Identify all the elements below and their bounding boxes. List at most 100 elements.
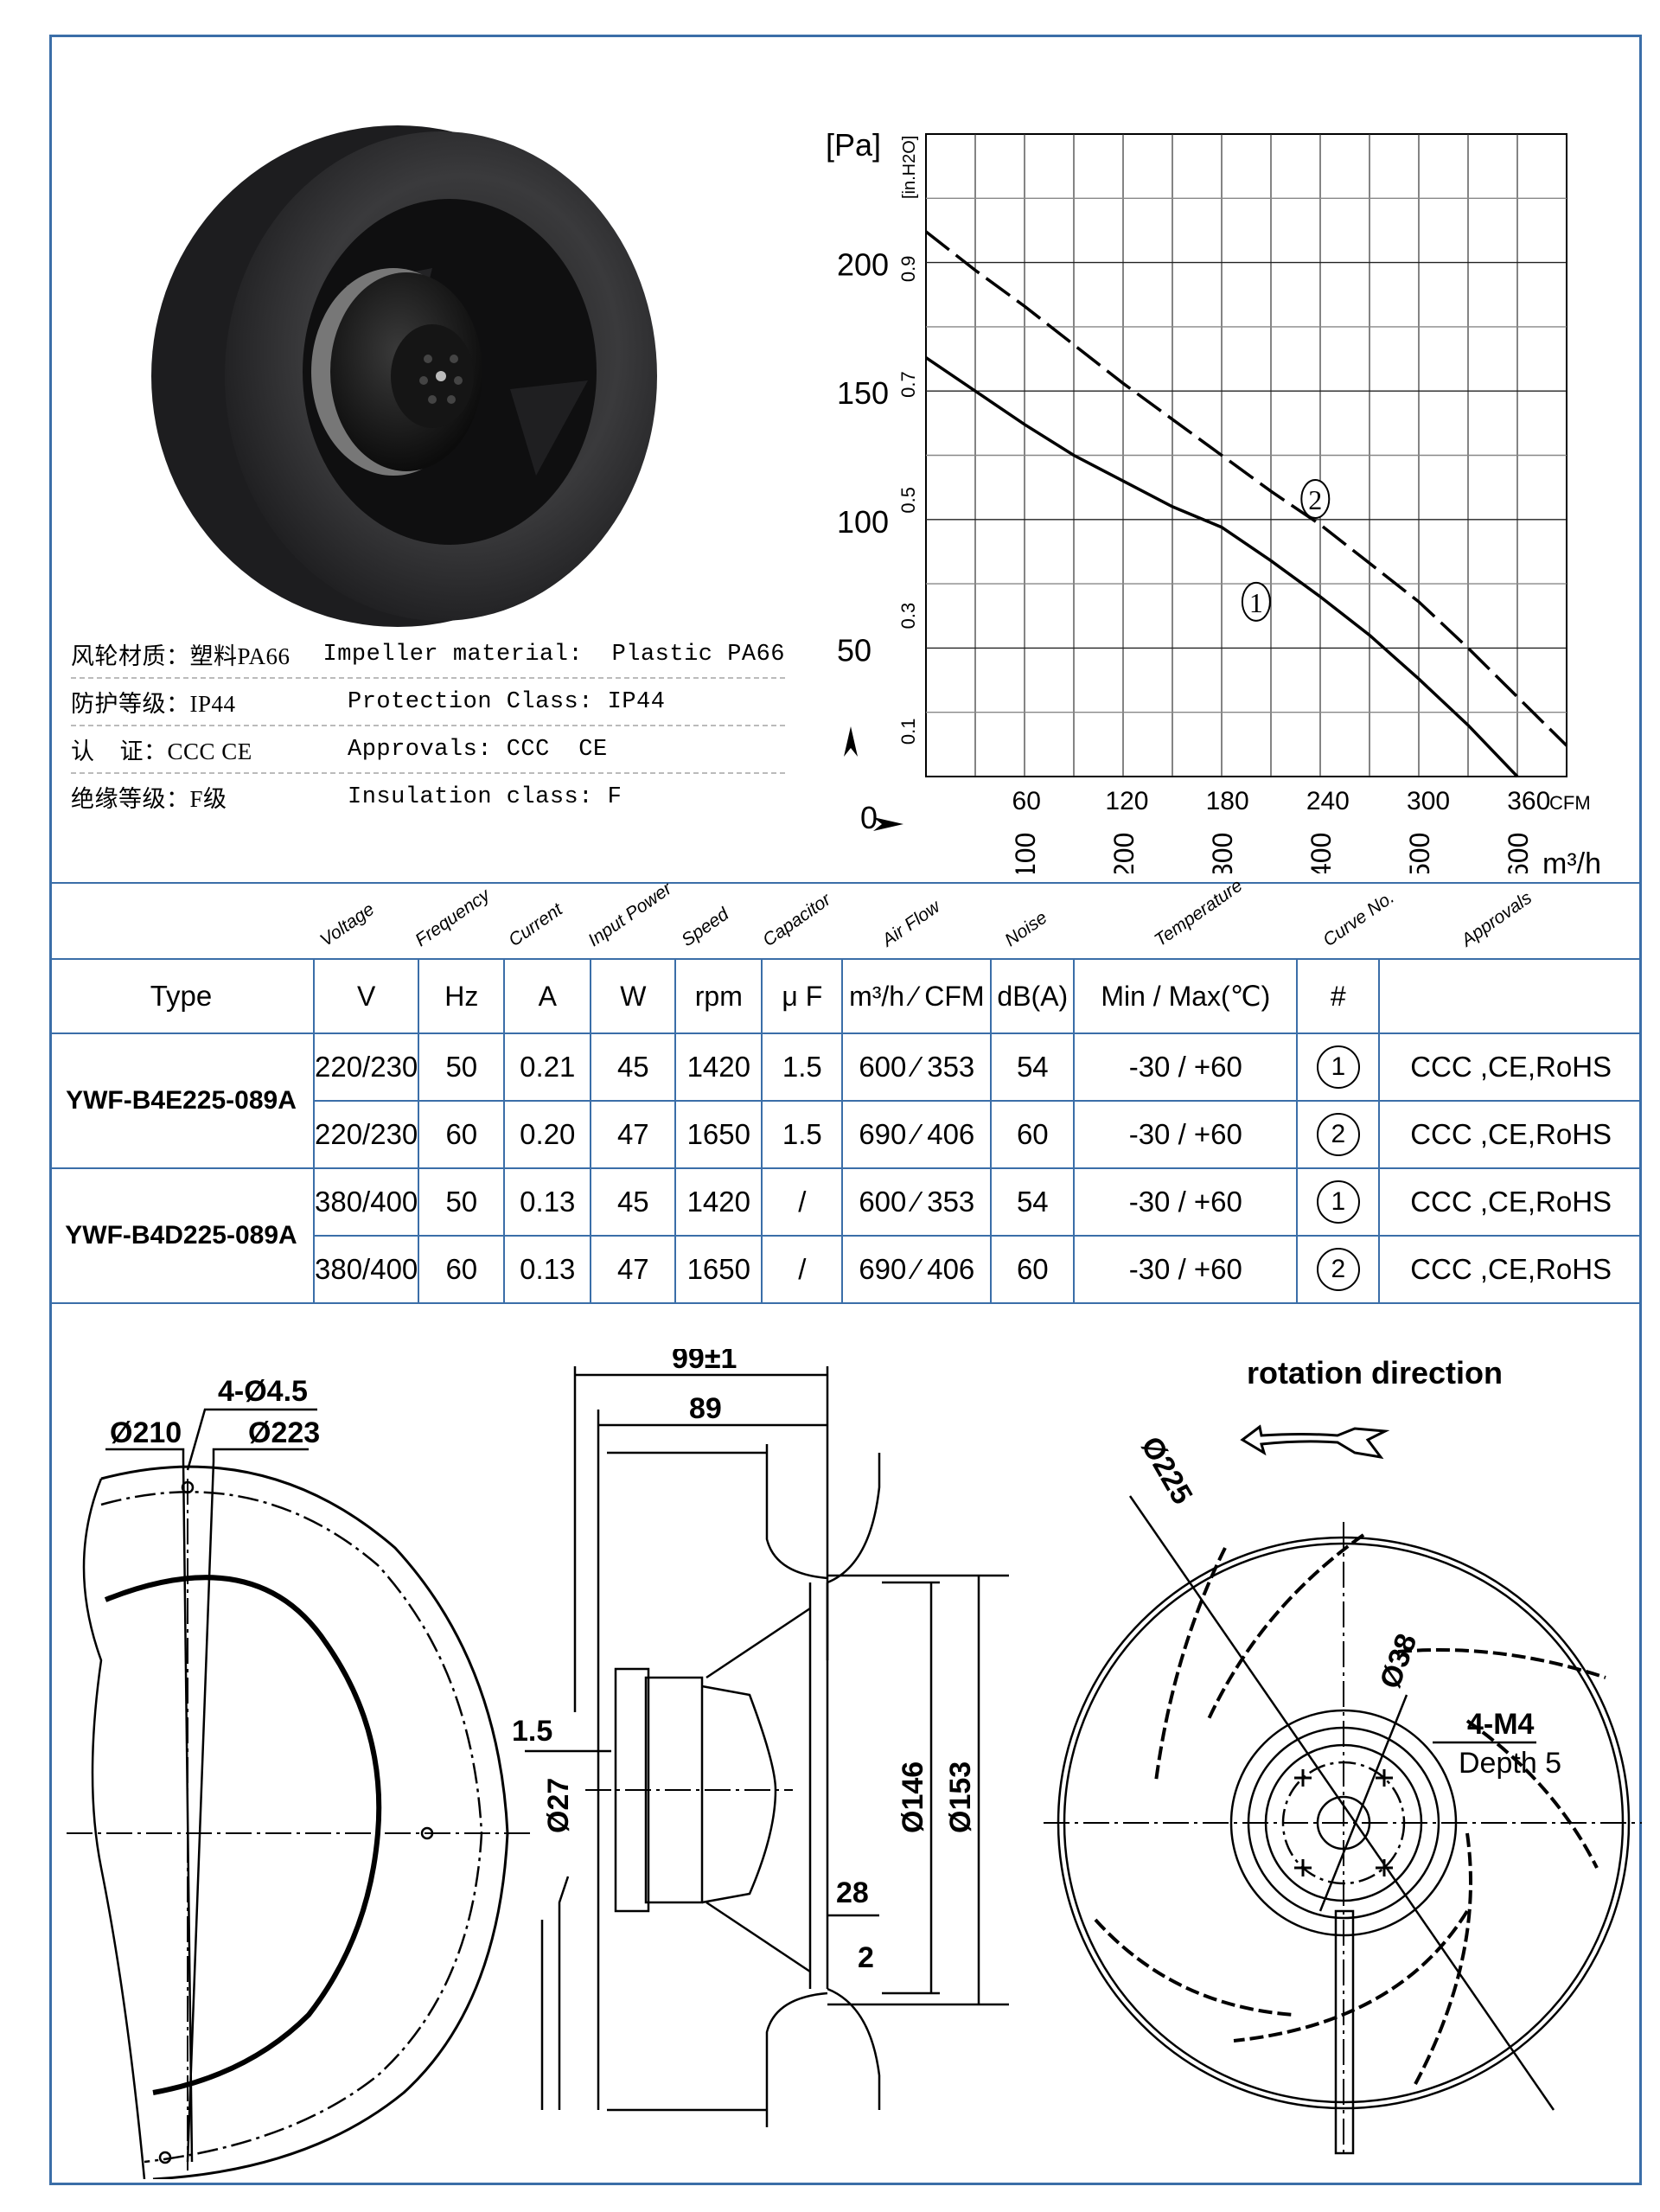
curve-badge: 1 [1316, 1045, 1360, 1089]
rotated-headers: Voltage Frequency Current Input Power Sp… [0, 873, 1660, 960]
cell-current: 0.20 [503, 1100, 592, 1169]
unit-noise: dB(A) [990, 958, 1076, 1034]
svg-text:[Pa]: [Pa] [826, 127, 881, 163]
curve-badge: 2 [1316, 1248, 1360, 1291]
cell-curve: 1 [1296, 1032, 1381, 1102]
svg-text:100: 100 [837, 504, 889, 540]
svg-text:1: 1 [1249, 587, 1263, 618]
cell-capacitor: / [761, 1235, 844, 1304]
cell-airflow: 600 ⁄ 353 [841, 1167, 993, 1237]
cell-approvals: CCC ,CE,RoHS [1378, 1032, 1642, 1102]
spec-table: Type V Hz A W rpm μ F m³/h ⁄ CFM dB(A) M… [49, 958, 1642, 1304]
spec-protection-class: 防护等级：IP44 Protection Class: IP44 [71, 679, 785, 726]
svg-text:240: 240 [1306, 787, 1350, 815]
unit-curve: # [1296, 958, 1381, 1034]
spec-impeller-material: 风轮材质：塑料PA66 Impeller material: Plastic P… [71, 631, 785, 679]
unit-approvals [1378, 958, 1642, 1034]
cell-approvals: CCC ,CE,RoHS [1378, 1167, 1642, 1237]
curve-badge: 1 [1316, 1180, 1360, 1224]
units-row: Type V Hz A W rpm μ F m³/h ⁄ CFM dB(A) M… [49, 958, 1642, 1034]
cell-speed: 1420 [674, 1032, 763, 1102]
svg-text:0.7: 0.7 [897, 371, 919, 398]
svg-text:200: 200 [837, 247, 889, 283]
svg-text:m³/h: m³/h [1542, 847, 1599, 873]
model-type: YWF-B4D225-089A [49, 1167, 315, 1304]
dim-d225: Ø225 [1134, 1431, 1199, 1510]
cell-temperature: -30 / +60 [1073, 1032, 1299, 1102]
cell-voltage: 380/400 [312, 1167, 420, 1237]
cell-airflow: 690 ⁄ 406 [841, 1235, 993, 1304]
hdr-curve-no: Curve No. [1319, 887, 1398, 951]
dim-lip: 2 [858, 1941, 874, 1974]
table-row: YWF-B4E225-089A 220/230 50 0.21 45 1420 … [49, 1032, 1642, 1169]
hdr-speed: Speed [678, 904, 733, 951]
svg-text:0.9: 0.9 [897, 256, 919, 283]
cell-power: 45 [590, 1032, 677, 1102]
dim-hub: Ø27 [542, 1778, 575, 1833]
unit-v: V [312, 958, 420, 1034]
svg-text:150: 150 [837, 375, 889, 411]
table-row: 220/230 60 0.20 47 1650 1.5 690 ⁄ 406 60… [49, 1100, 1642, 1169]
dim-hole: 4-Ø4.5 [218, 1375, 308, 1408]
svg-text:0.3: 0.3 [897, 603, 919, 630]
cell-current: 0.21 [503, 1032, 592, 1102]
dim-d146: Ø146 [897, 1761, 929, 1833]
technical-drawings: 4-Ø4.5 Ø210 Ø223 99±1 89 1.5 Ø27 [67, 1349, 1642, 2179]
impeller-photo [151, 125, 657, 627]
curve-1 [925, 356, 1519, 778]
cell-temperature: -30 / +60 [1073, 1100, 1299, 1169]
unit-hz: Hz [418, 958, 506, 1034]
cell-current: 0.13 [503, 1235, 592, 1304]
svg-text:50: 50 [837, 632, 872, 668]
cell-noise: 60 [990, 1100, 1076, 1169]
svg-text:CFM: CFM [1549, 792, 1591, 814]
cell-approvals: CCC ,CE,RoHS [1378, 1235, 1642, 1304]
dim-d210: Ø210 [110, 1416, 182, 1449]
rotation-direction-label: rotation direction [1247, 1355, 1503, 1390]
svg-text:120: 120 [1105, 787, 1148, 815]
dim-d223: Ø223 [248, 1416, 320, 1449]
hdr-temperature: Temperature [1151, 875, 1247, 951]
cell-frequency: 50 [418, 1167, 506, 1237]
unit-rpm: rpm [674, 958, 763, 1034]
chart-curves: 12 [924, 230, 1568, 778]
dim-d153: Ø153 [944, 1761, 977, 1833]
svg-text:0.5: 0.5 [897, 487, 919, 514]
cell-noise: 60 [990, 1235, 1076, 1304]
svg-text:360: 360 [1507, 787, 1550, 815]
unit-uf: μ F [761, 958, 844, 1034]
dim-thread: 4-M4 [1467, 1708, 1535, 1741]
cell-voltage: 220/230 [312, 1032, 420, 1102]
hdr-voltage: Voltage [316, 898, 379, 951]
cell-power: 47 [590, 1100, 677, 1169]
cell-airflow: 690 ⁄ 406 [841, 1100, 993, 1169]
chart-labels: [Pa]0501001502000.10.30.50.70.9[in.H2O]6… [826, 127, 1599, 873]
cell-frequency: 60 [418, 1100, 506, 1169]
spec-insulation-class: 绝缘等级：F级 Insulation class: F [71, 783, 622, 813]
curve-2 [924, 230, 1568, 747]
unit-a: A [503, 958, 592, 1034]
model-type: YWF-B4E225-089A [49, 1032, 315, 1169]
cell-noise: 54 [990, 1167, 1076, 1237]
table-top-divider [49, 882, 1642, 884]
svg-text:400: 400 [1306, 833, 1337, 873]
hdr-noise: Noise [1001, 907, 1051, 951]
svg-text:0: 0 [860, 800, 878, 835]
hdr-air-flow: Air Flow [878, 896, 944, 951]
dim-offset: 28 [836, 1876, 869, 1909]
cell-curve: 1 [1296, 1167, 1381, 1237]
cell-curve: 2 [1296, 1100, 1381, 1169]
hdr-input-power: Input Power [584, 879, 676, 951]
spec-list: 风轮材质：塑料PA66 Impeller material: Plastic P… [71, 631, 785, 820]
svg-text:60: 60 [1012, 787, 1041, 815]
svg-text:500: 500 [1404, 833, 1435, 873]
dim-d38: Ø38 [1374, 1629, 1424, 1692]
performance-chart: 12 [Pa]0501001502000.10.30.50.70.9[in.H2… [826, 127, 1599, 873]
cell-speed: 1420 [674, 1167, 763, 1237]
spec-approvals: 认 证：CCC CE Approvals: CCC CE [71, 726, 785, 774]
table-row: 380/400 60 0.13 47 1650 / 690 ⁄ 406 60 -… [49, 1235, 1642, 1304]
cell-speed: 1650 [674, 1235, 763, 1304]
svg-text:600: 600 [1503, 833, 1534, 873]
table-row: YWF-B4D225-089A 380/400 50 0.13 45 1420 … [49, 1167, 1642, 1304]
cell-current: 0.13 [503, 1167, 592, 1237]
